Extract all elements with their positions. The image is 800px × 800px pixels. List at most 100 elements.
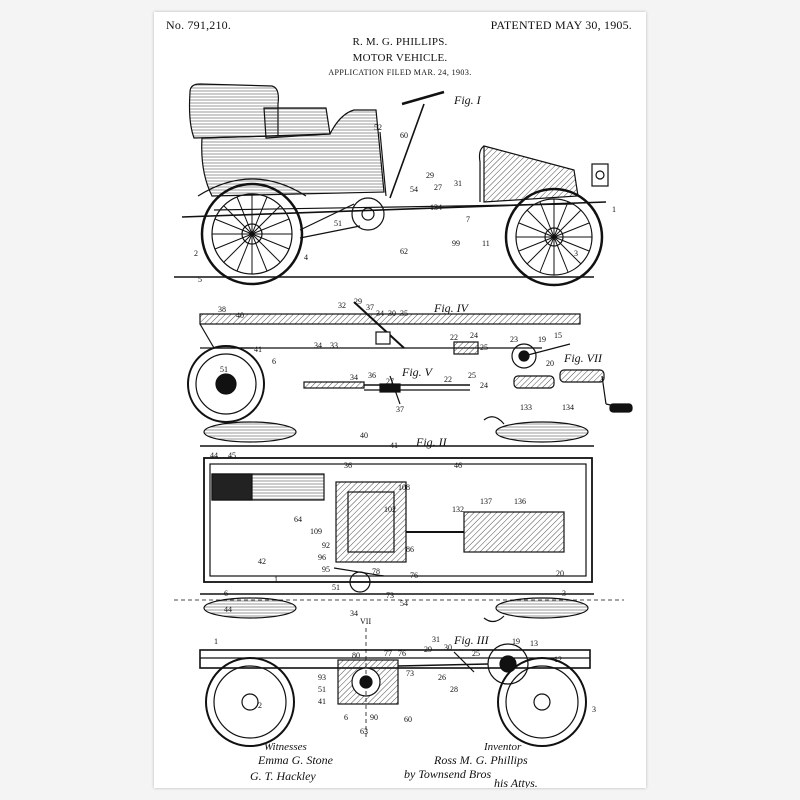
- fig2-plan-view: [174, 416, 624, 623]
- svg-text:25: 25: [472, 649, 480, 658]
- svg-text:109: 109: [310, 527, 322, 536]
- svg-text:51: 51: [332, 583, 340, 592]
- svg-text:6: 6: [224, 589, 228, 598]
- svg-text:28: 28: [450, 685, 458, 694]
- svg-text:20: 20: [546, 359, 554, 368]
- patent-number: No. 791,210.: [166, 18, 232, 32]
- svg-text:90: 90: [370, 713, 378, 722]
- svg-text:137: 137: [480, 497, 492, 506]
- svg-text:25: 25: [480, 343, 488, 352]
- svg-text:102: 102: [384, 505, 396, 514]
- attorney-signature: by Townsend Bros: [404, 767, 491, 781]
- svg-text:132: 132: [452, 505, 464, 514]
- patent-drawing: Fig. I 52 60 29 27 31 54 134 1 3 7 99 11…: [174, 83, 633, 788]
- svg-text:1: 1: [214, 637, 218, 646]
- svg-text:41: 41: [254, 345, 262, 354]
- svg-text:133: 133: [520, 403, 532, 412]
- svg-text:86: 86: [406, 545, 414, 554]
- svg-text:24: 24: [470, 331, 478, 340]
- svg-text:76: 76: [410, 571, 418, 580]
- svg-text:76: 76: [398, 649, 406, 658]
- svg-text:99: 99: [452, 239, 460, 248]
- svg-text:93: 93: [318, 673, 326, 682]
- svg-text:40: 40: [360, 431, 368, 440]
- svg-text:3: 3: [562, 589, 566, 598]
- svg-text:30: 30: [388, 309, 396, 318]
- svg-text:77: 77: [384, 649, 392, 658]
- svg-text:30: 30: [444, 643, 452, 652]
- svg-text:38: 38: [218, 305, 226, 314]
- svg-text:36: 36: [344, 461, 352, 470]
- svg-text:24: 24: [480, 381, 488, 390]
- patent-sheet: No. 791,210. PATENTED MAY 30, 1905. R. M…: [154, 12, 646, 788]
- witnesses-label: Witnesses: [264, 741, 307, 753]
- svg-text:136: 136: [514, 497, 526, 506]
- svg-text:35: 35: [400, 309, 408, 318]
- svg-text:62: 62: [400, 247, 408, 256]
- svg-text:29: 29: [354, 297, 362, 306]
- fig4-labels: Fig. IV 38 40 32 29 37 34 30 35 34 33 22…: [218, 297, 562, 374]
- witness-2-signature: G. T. Hackley: [250, 769, 316, 783]
- svg-text:6: 6: [344, 713, 348, 722]
- svg-text:2: 2: [258, 701, 262, 710]
- svg-text:60: 60: [400, 131, 408, 140]
- fig4-section-view: [187, 301, 581, 423]
- svg-text:44: 44: [210, 451, 218, 460]
- fig5-labels: Fig. V 34 36 27 22 25 24 37: [350, 365, 488, 414]
- svg-text:29: 29: [424, 645, 432, 654]
- svg-text:7: 7: [466, 215, 470, 224]
- svg-text:44: 44: [224, 605, 232, 614]
- svg-text:2: 2: [194, 249, 198, 258]
- svg-text:26: 26: [438, 673, 446, 682]
- svg-text:42: 42: [258, 557, 266, 566]
- svg-text:3: 3: [592, 705, 596, 714]
- fig2-labels: Fig. II 44 45 40 36 41 46 108 102 137 13…: [210, 431, 566, 618]
- inventor-name: R. M. G. PHILLIPS.: [352, 36, 448, 48]
- svg-text:52: 52: [374, 123, 382, 132]
- attorney-note: his Attys.: [494, 776, 538, 788]
- svg-text:20: 20: [556, 569, 564, 578]
- svg-text:31: 31: [432, 635, 440, 644]
- svg-text:27: 27: [386, 377, 394, 386]
- svg-text:27: 27: [434, 183, 442, 192]
- svg-text:80: 80: [352, 651, 360, 660]
- svg-text:1: 1: [274, 575, 278, 584]
- signature-block: Witnesses Emma G. Stone G. T. Hackley In…: [250, 741, 538, 788]
- svg-text:40: 40: [236, 311, 244, 320]
- svg-text:11: 11: [482, 239, 490, 248]
- fig2-label: Fig. II: [415, 435, 448, 449]
- fig5-detail-view: [303, 375, 470, 405]
- svg-text:51: 51: [318, 685, 326, 694]
- patent-date: PATENTED MAY 30, 1905.: [490, 18, 632, 32]
- svg-text:41: 41: [390, 441, 398, 450]
- fig1-side-view: [174, 83, 609, 287]
- svg-text:73: 73: [406, 669, 414, 678]
- fig7-crank-detail: [513, 369, 633, 413]
- svg-text:60: 60: [404, 715, 412, 724]
- svg-text:34: 34: [376, 309, 384, 318]
- fig1-label: Fig. I: [453, 93, 482, 107]
- fig3-labels: Fig. III VII 80 77 76 73 31 29 30 25 19 …: [214, 617, 596, 736]
- fig7-labels: Fig. VII 133 134: [520, 351, 603, 412]
- fig3-label: Fig. III: [453, 633, 490, 647]
- svg-text:5: 5: [198, 275, 202, 284]
- fig4-label: Fig. IV: [433, 301, 470, 315]
- svg-text:VII: VII: [360, 617, 371, 626]
- svg-text:134: 134: [430, 203, 442, 212]
- svg-text:37: 37: [396, 405, 404, 414]
- svg-text:108: 108: [398, 483, 410, 492]
- application-date: APPLICATION FILED MAR. 24, 1903.: [328, 68, 472, 77]
- svg-text:92: 92: [322, 541, 330, 550]
- svg-text:15: 15: [554, 331, 562, 340]
- svg-text:23: 23: [510, 335, 518, 344]
- svg-text:22: 22: [450, 333, 458, 342]
- svg-text:34: 34: [350, 373, 358, 382]
- inventor-label: Inventor: [483, 741, 522, 753]
- svg-text:6: 6: [272, 357, 276, 366]
- svg-text:31: 31: [454, 179, 462, 188]
- svg-text:12: 12: [554, 655, 562, 664]
- svg-text:37: 37: [366, 303, 374, 312]
- inventor-signature: Ross M. G. Phillips: [433, 753, 528, 767]
- svg-text:33: 33: [330, 341, 338, 350]
- patent-title: MOTOR VEHICLE.: [352, 52, 448, 64]
